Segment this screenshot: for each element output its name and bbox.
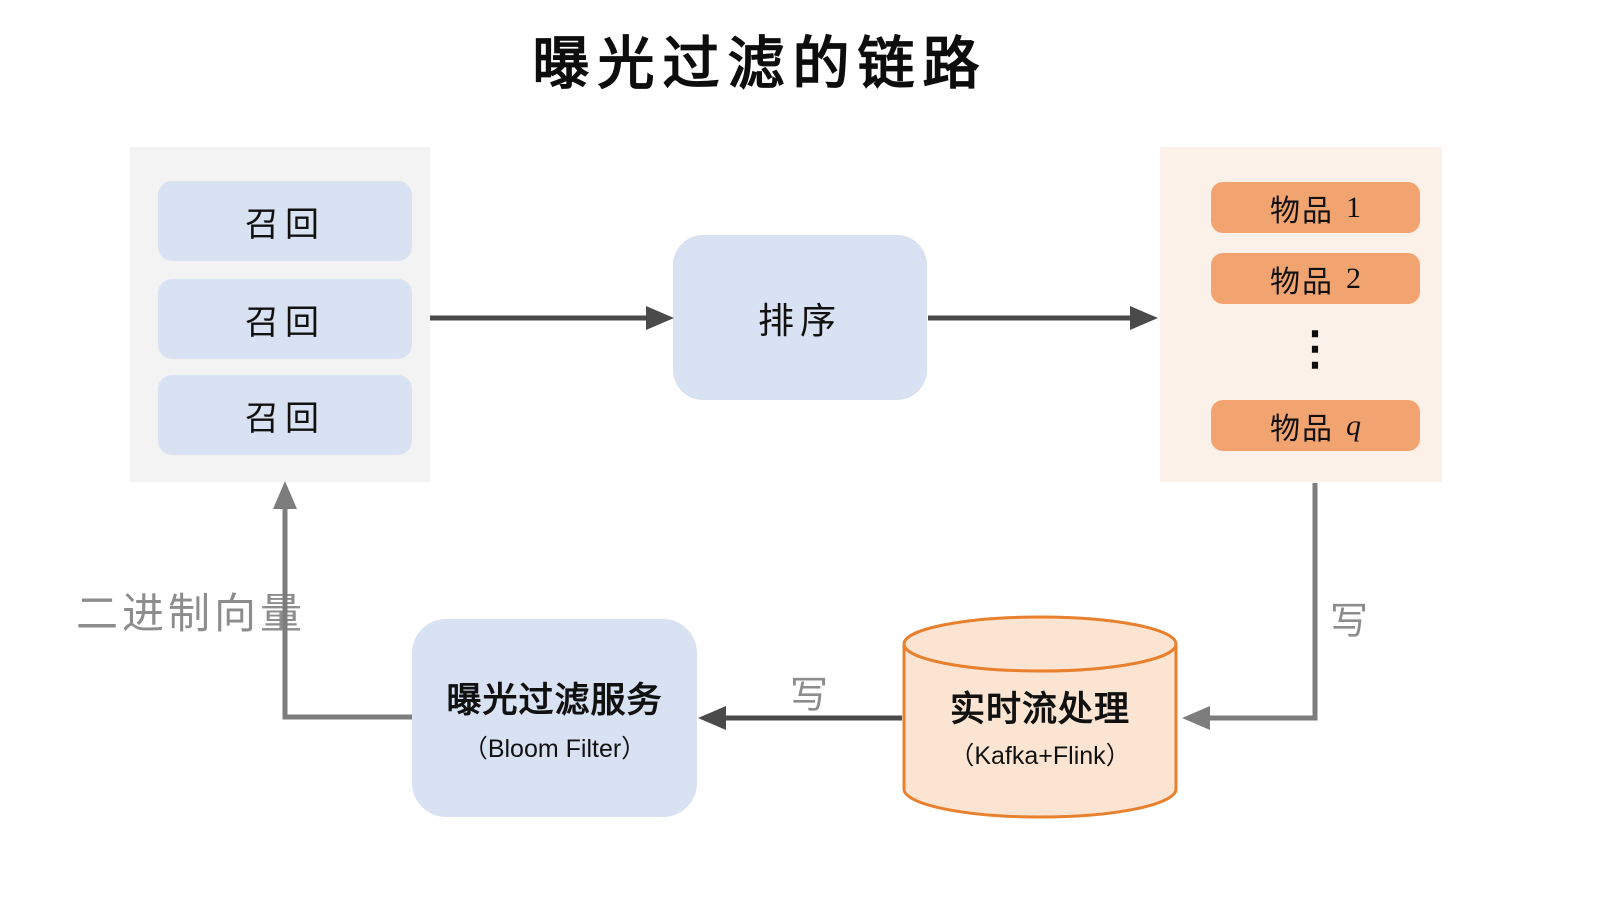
ranking-box-label: 排序	[757, 299, 842, 341]
recall-box-label: 召回	[245, 399, 325, 438]
write-label-middle: 写	[790, 675, 829, 717]
item-box: 物品 1	[1211, 182, 1420, 233]
exposure-filter-subtitle: （Bloom Filter）	[462, 734, 647, 763]
exposure-filter-service-box: 曝光过滤服务 （Bloom Filter）	[412, 619, 697, 817]
exposure-filter-title: 曝光过滤服务	[446, 680, 663, 720]
recall-box: 召回	[158, 375, 412, 455]
recall-panel: 召回 召回 召回	[130, 147, 430, 482]
item-number: q	[1346, 408, 1361, 442]
item-box: 物品 q	[1211, 400, 1420, 451]
item-box: 物品 2	[1211, 253, 1420, 304]
item-number: 1	[1346, 190, 1361, 224]
stream-title: 实时流处理	[949, 689, 1130, 729]
recall-box: 召回	[158, 181, 412, 261]
item-label: 物品	[1270, 194, 1334, 228]
edge-ranking-to-items	[928, 306, 1158, 330]
cylinder-shape	[902, 615, 1178, 819]
recall-box-label: 召回	[245, 303, 325, 342]
vertical-ellipsis-icon: ⋮	[1292, 322, 1338, 374]
edge-items-to-stream	[1182, 483, 1318, 730]
stream-processing-cylinder: 实时流处理 （Kafka+Flink）	[902, 615, 1178, 823]
recall-box: 召回	[158, 279, 412, 359]
stream-subtitle: （Kafka+Flink）	[949, 741, 1131, 770]
item-label: 物品	[1270, 412, 1334, 446]
write-label-right: 写	[1330, 601, 1369, 643]
edge-recall-to-ranking	[430, 306, 674, 330]
items-panel: 物品 1 物品 2 ⋮ 物品 q	[1160, 147, 1442, 482]
binary-vector-label: 二进制向量	[76, 590, 307, 637]
ranking-box: 排序	[673, 235, 927, 400]
item-number: 2	[1346, 261, 1361, 295]
recall-box-label: 召回	[245, 205, 325, 244]
item-label: 物品	[1270, 265, 1334, 299]
page-title: 曝光过滤的链路	[532, 33, 988, 96]
